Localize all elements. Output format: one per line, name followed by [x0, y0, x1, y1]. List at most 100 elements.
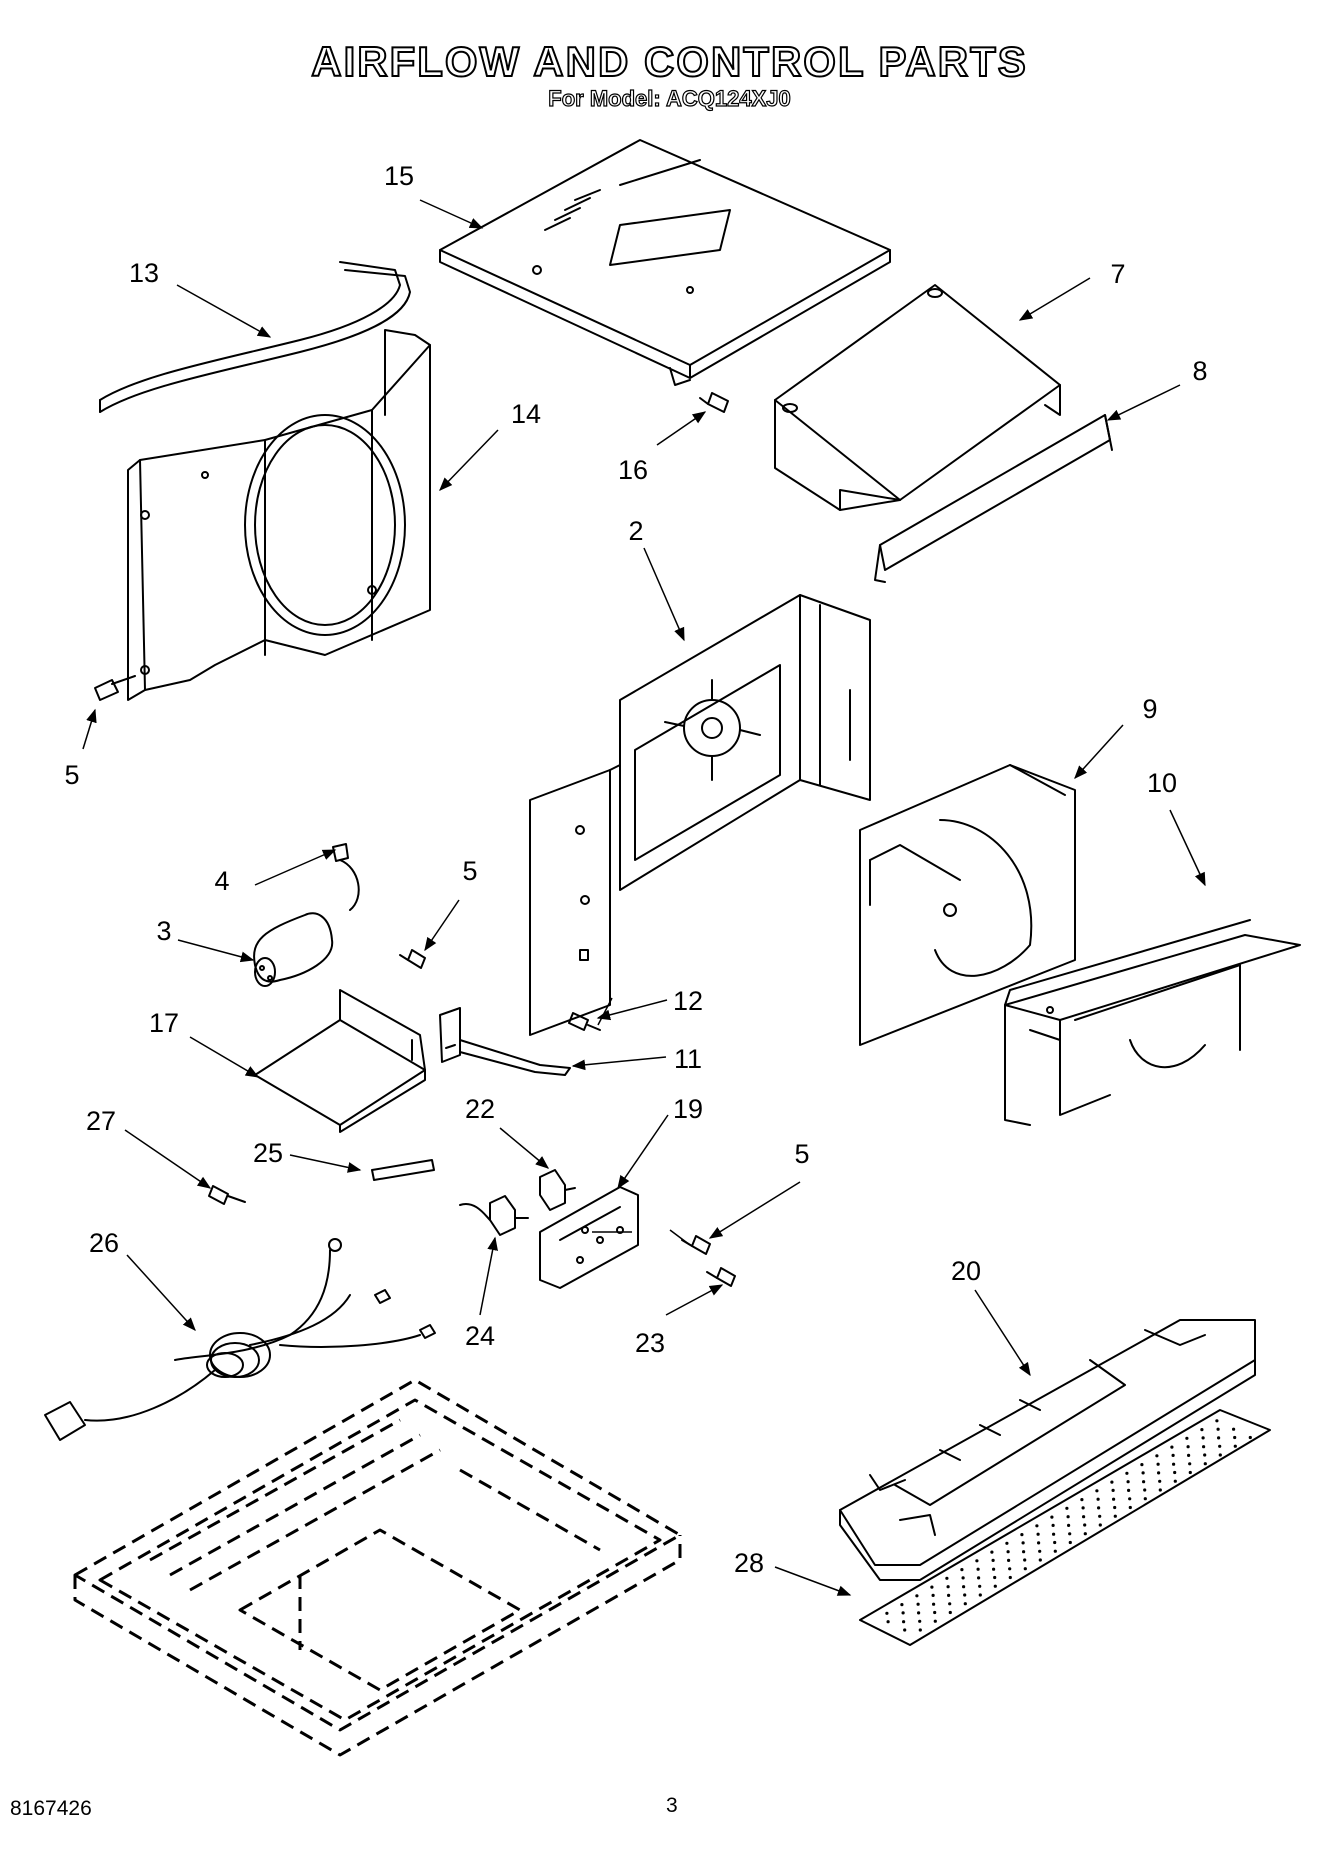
filter-texture-dot — [992, 1567, 996, 1571]
filter-texture-dot — [1170, 1445, 1174, 1449]
callout-2: 2 — [628, 516, 643, 546]
callout-11: 11 — [674, 1044, 702, 1074]
filter-texture-dot — [1142, 1480, 1146, 1484]
callout-10: 10 — [1147, 768, 1177, 798]
document-number: 8167426 — [10, 1797, 92, 1820]
base-pan-dashed — [73, 1378, 682, 1757]
filter-texture-dot — [1157, 1471, 1161, 1475]
filter-texture-dot — [1125, 1471, 1129, 1475]
filter-texture-dot — [1038, 1558, 1042, 1562]
filter-texture-dot — [916, 1602, 920, 1606]
filter-texture-dot — [946, 1585, 950, 1589]
filter-texture-dot — [900, 1603, 904, 1607]
filter-texture-dot — [917, 1611, 921, 1615]
part-13-seal — [99, 261, 411, 413]
part-5-screw-left — [94, 675, 136, 701]
filter-texture-dot — [918, 1619, 922, 1623]
callout-20: 20 — [951, 1256, 981, 1286]
filter-texture-dot — [1156, 1462, 1160, 1466]
callout-labels: 15 13 7 8 14 16 2 5 9 10 4 5 3 12 17 11 … — [64, 161, 1207, 1578]
callout-5-left: 5 — [64, 760, 79, 790]
filter-texture-dot — [1172, 1462, 1176, 1466]
callout-19: 19 — [673, 1094, 703, 1124]
filter-texture-dot — [963, 1602, 967, 1606]
filter-texture-dot — [1096, 1497, 1100, 1501]
filter-texture-dot — [1081, 1506, 1085, 1510]
filter-texture-dot — [991, 1558, 995, 1562]
part-17-bracket — [254, 989, 426, 1133]
filter-texture-dot — [1098, 1523, 1102, 1527]
part-20-drain-pan — [839, 1319, 1256, 1581]
filter-texture-dot — [901, 1611, 905, 1615]
callout-25: 25 — [253, 1138, 283, 1168]
filter-texture-dot — [1233, 1444, 1237, 1448]
filter-texture-dot — [1020, 1533, 1024, 1537]
part-2-partition — [529, 594, 871, 1036]
callout-22: 22 — [465, 1094, 495, 1124]
filter-texture-dot — [1218, 1453, 1222, 1457]
filter-texture-dot — [1127, 1488, 1131, 1492]
filter-texture-dot — [1128, 1497, 1132, 1501]
part-11-strap — [439, 1007, 571, 1076]
part-25-tube — [371, 1159, 435, 1181]
filter-texture-dot — [1066, 1515, 1070, 1519]
filter-texture-dot — [977, 1576, 981, 1580]
filter-texture-dot — [948, 1602, 952, 1606]
callout-7: 7 — [1110, 259, 1125, 289]
filter-texture-dot — [902, 1620, 906, 1624]
filter-texture-dot — [993, 1575, 997, 1580]
filter-texture-dot — [947, 1593, 951, 1597]
callout-23: 23 — [635, 1328, 665, 1358]
page-subtitle: For Model: ACQ124XJ0 — [548, 85, 792, 111]
part-16-screw — [699, 392, 729, 413]
filter-texture-dot — [978, 1584, 982, 1588]
filter-texture-dot — [930, 1585, 934, 1589]
filter-texture-dot — [1141, 1471, 1145, 1475]
filter-texture-dot — [1050, 1515, 1054, 1519]
filter-texture-dot — [1080, 1498, 1084, 1502]
part-7-cover — [774, 284, 1061, 511]
filter-texture-dot — [1143, 1488, 1147, 1492]
filter-texture-dot — [1067, 1523, 1071, 1527]
filter-texture-dot — [1007, 1558, 1011, 1562]
filter-texture-dot — [1143, 1497, 1147, 1501]
filter-texture-dot — [1038, 1549, 1042, 1553]
filter-texture-dot — [1083, 1523, 1087, 1527]
filter-texture-dot — [945, 1576, 949, 1580]
filter-texture-dot — [1126, 1480, 1130, 1484]
filter-texture-dot — [885, 1611, 889, 1615]
callout-5-right: 5 — [794, 1139, 809, 1169]
filter-texture-dot — [1218, 1444, 1222, 1448]
filter-texture-dot — [1022, 1550, 1026, 1554]
filter-texture-dot — [1036, 1532, 1040, 1536]
part-5-screw-middle — [399, 949, 426, 969]
filter-texture-dot — [960, 1568, 964, 1572]
part-27-screw — [208, 1185, 246, 1205]
filter-texture-dot — [1051, 1523, 1055, 1527]
callout-15: 15 — [384, 161, 414, 191]
filter-texture-dot — [962, 1585, 966, 1589]
filter-texture-dot — [1052, 1532, 1056, 1536]
filter-texture-dot — [1097, 1506, 1101, 1510]
filter-texture-dot — [1113, 1505, 1117, 1510]
filter-texture-dot — [993, 1584, 997, 1588]
filter-texture-dot — [1006, 1550, 1010, 1554]
part-14-shroud — [127, 329, 431, 701]
filter-texture-dot — [1232, 1427, 1236, 1431]
part-12-screw — [568, 1012, 601, 1031]
filter-texture-dot — [963, 1593, 967, 1597]
callout-9: 9 — [1142, 694, 1157, 724]
filter-texture-dot — [1008, 1575, 1012, 1580]
filter-texture-dot — [975, 1559, 979, 1563]
callout-14: 14 — [511, 399, 541, 429]
part-9-scroll — [859, 764, 1076, 1046]
filter-texture-dot — [1203, 1462, 1207, 1466]
part-28-filter-mat — [859, 1409, 1271, 1646]
filter-texture-dot — [990, 1550, 994, 1554]
filter-texture-dot — [1112, 1497, 1116, 1501]
filter-texture-dot — [961, 1576, 965, 1580]
part-24-switch — [459, 1195, 529, 1236]
filter-texture-dot — [1008, 1567, 1012, 1571]
filter-texture-dot — [918, 1628, 922, 1632]
filter-texture-dot — [1095, 1489, 1099, 1493]
